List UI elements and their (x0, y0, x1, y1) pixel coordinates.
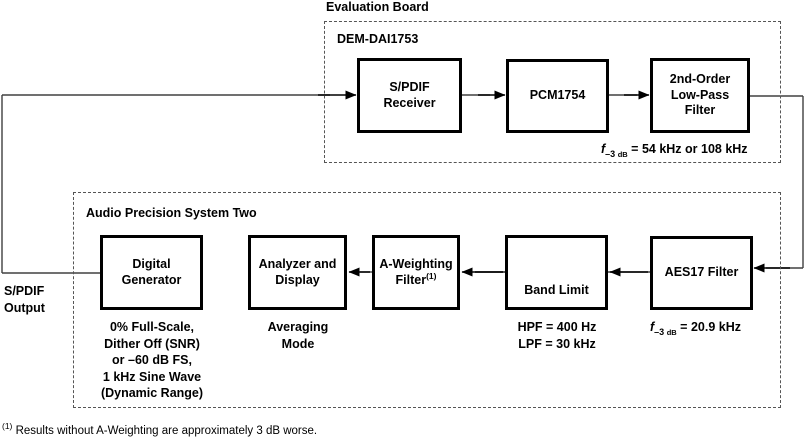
spdif-output-label: S/PDIF Output (4, 284, 45, 315)
block-pcm1754-label: PCM1754 (529, 88, 586, 103)
footnote-text: Results without A-Weighting are approxim… (12, 425, 318, 437)
lpf-cutoff-subscript: –3 dB (605, 149, 628, 159)
lpf-cutoff-sub-minus3: –3 (605, 148, 616, 159)
block-pcm1754[interactable]: PCM1754 (506, 59, 609, 133)
footnote-mark: (1) (2, 421, 13, 432)
block-spdif-receiver-label: S/PDIF Receiver (383, 80, 436, 110)
block-a-weighting-filter-label: A-Weighting Filter(1) (375, 257, 457, 288)
block-digital-generator-label: Digital Generator (121, 257, 182, 287)
a-weighting-footnote-mark: (1) (426, 270, 437, 281)
aes17-cutoff-label: f–3 dB = 20.9 kHz (650, 320, 741, 337)
block-band-limit-label: Band Limit (524, 282, 589, 297)
evaluation-board-group (324, 21, 781, 163)
aes17-cutoff-value: = 20.9 kHz (676, 320, 741, 334)
aes17-cutoff-subscript: –3 dB (654, 327, 677, 337)
block-a-weighting-filter[interactable]: A-Weighting Filter(1) (372, 235, 460, 310)
block-analyzer-display-label: Analyzer and Display (258, 257, 337, 287)
aes17-cutoff-sub-db: dB (666, 327, 677, 337)
block-band-limit[interactable]: Band Limit (505, 235, 608, 310)
block-spdif-receiver[interactable]: S/PDIF Receiver (357, 58, 462, 133)
audio-precision-group (73, 192, 781, 408)
block-aes17-filter-label: AES17 Filter (664, 265, 739, 280)
lpf-cutoff-sub-db: dB (617, 149, 628, 159)
analyzer-notes: Averaging Mode (267, 320, 329, 351)
band-limit-notes: HPF = 400 Hz LPF = 30 kHz (517, 320, 597, 351)
evaluation-board-title: Evaluation Board (326, 0, 429, 14)
block-aes17-filter[interactable]: AES17 Filter (650, 236, 753, 310)
footnote: (1) Results without A-Weighting are appr… (2, 421, 318, 438)
aes17-cutoff-f: f (650, 320, 655, 334)
audio-precision-title: Audio Precision System Two (86, 206, 257, 220)
block-analyzer-display[interactable]: Analyzer and Display (248, 235, 347, 310)
lpf-cutoff-label: f–3 dB = 54 kHz or 108 kHz (601, 142, 748, 159)
lpf-cutoff-value: = 54 kHz or 108 kHz (627, 142, 748, 156)
lpf-cutoff-f: f (601, 142, 606, 156)
aes17-cutoff-sub-minus3: –3 (654, 326, 665, 337)
block-low-pass-filter-label: 2nd-Order Low-Pass Filter (669, 72, 731, 118)
digital-generator-notes: 0% Full-Scale, Dither Off (SNR) or –60 d… (100, 320, 204, 400)
a-weighting-filter-text: A-Weighting Filter (379, 257, 453, 287)
block-low-pass-filter[interactable]: 2nd-Order Low-Pass Filter (650, 58, 750, 133)
dem-dai1753-title: DEM-DAI1753 (337, 32, 419, 46)
block-digital-generator[interactable]: Digital Generator (100, 235, 203, 310)
